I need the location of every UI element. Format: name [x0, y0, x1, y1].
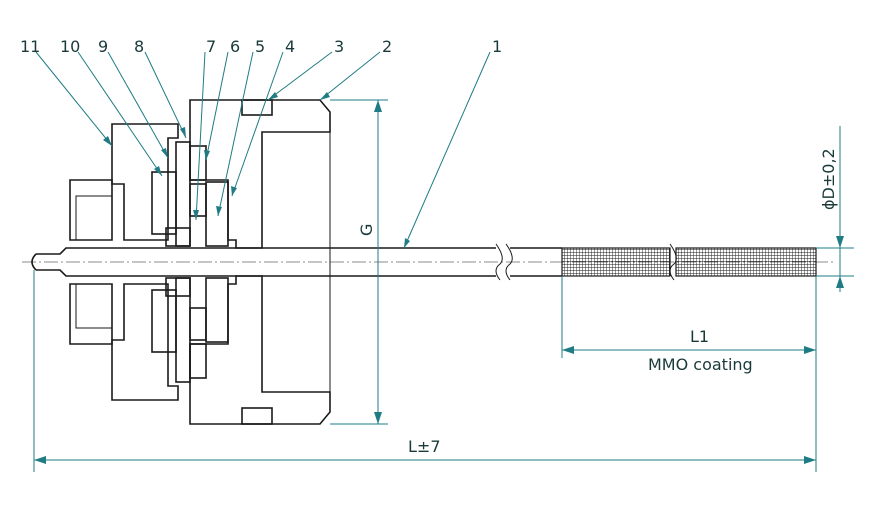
dimension-diameter: ϕD±0,2 — [816, 126, 854, 292]
mmo-coating-section-2 — [675, 247, 817, 277]
part-label-1: 1 — [492, 37, 502, 56]
housing-top — [189, 99, 331, 249]
dimension-overall-length: L±7 — [33, 270, 816, 472]
dimension-coating: L1 MMO coating — [561, 276, 817, 472]
part-label-11: 11 — [20, 37, 40, 56]
part-label-3: 3 — [334, 37, 344, 56]
part-label-4: 4 — [285, 37, 295, 56]
insulator-bottom — [69, 283, 179, 401]
dimension-l1-label: L1 — [690, 327, 709, 346]
dimension-g-label: G — [357, 224, 376, 236]
part-number-labels: 11 10 9 8 7 6 5 4 3 2 1 — [20, 37, 502, 56]
dimension-g: G — [330, 99, 388, 425]
part-label-9: 9 — [98, 37, 108, 56]
mmo-coating-section-1 — [561, 247, 671, 277]
housing-bottom — [189, 275, 331, 425]
part-label-6: 6 — [230, 37, 240, 56]
part-label-8: 8 — [134, 37, 144, 56]
part-label-10: 10 — [60, 37, 80, 56]
leader-lines — [35, 51, 491, 249]
electrode-rod — [31, 243, 817, 281]
coating-note-label: MMO coating — [648, 355, 753, 374]
dimension-l-label: L±7 — [408, 437, 441, 456]
seal-stack-top — [151, 141, 229, 247]
part-label-7: 7 — [206, 37, 216, 56]
insulator-top — [69, 123, 179, 241]
part-label-2: 2 — [382, 37, 392, 56]
part-label-5: 5 — [255, 37, 265, 56]
seal-stack-bottom — [151, 277, 229, 383]
dimension-diameter-label: ϕD±0,2 — [819, 148, 838, 210]
